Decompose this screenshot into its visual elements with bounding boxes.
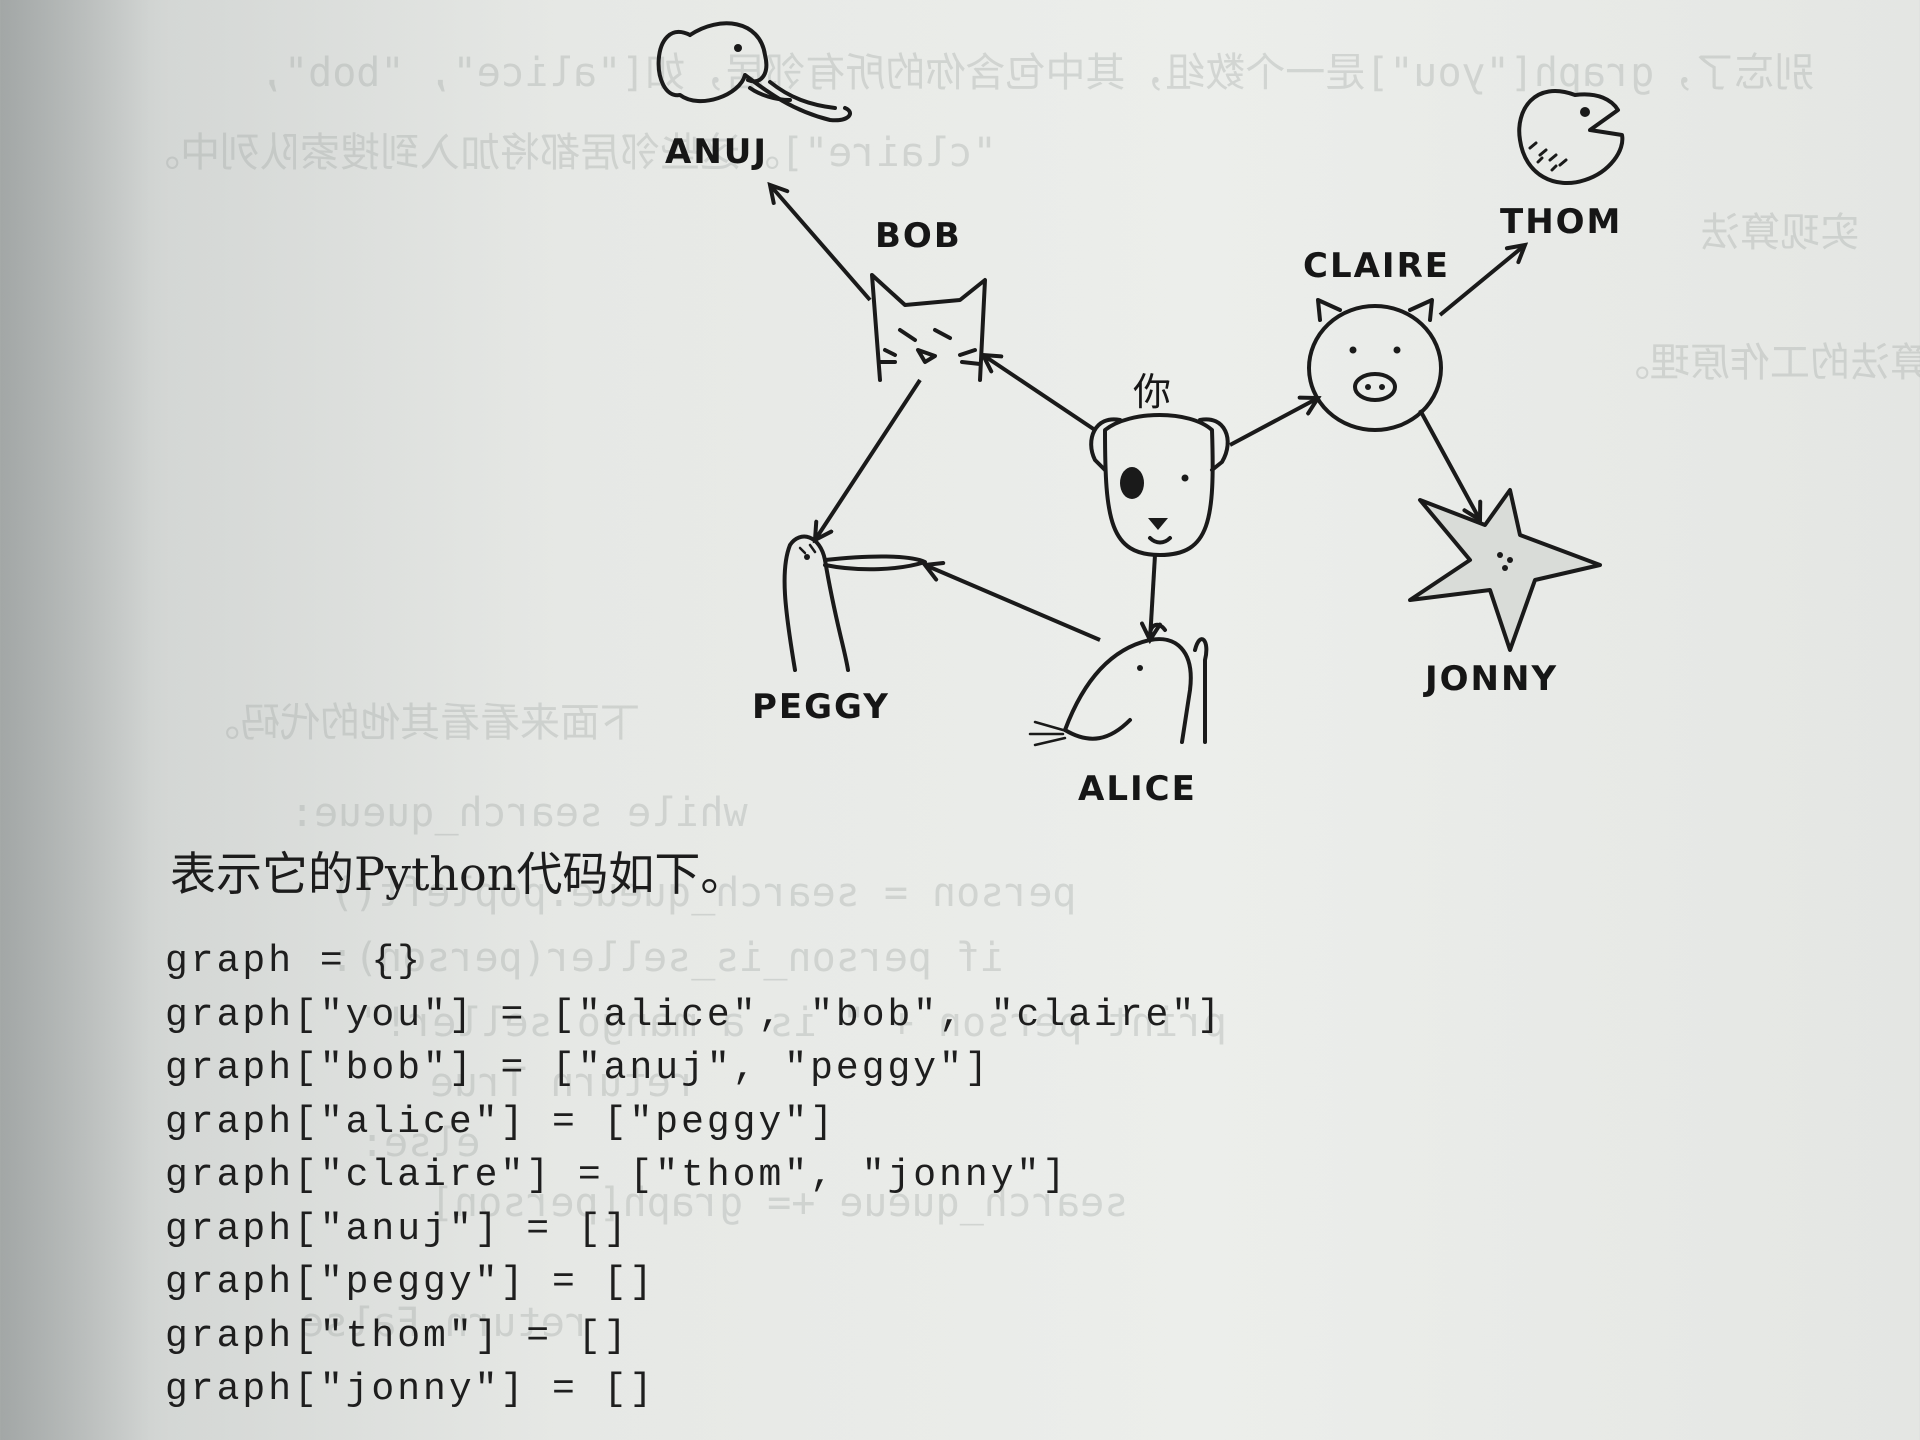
node-label-claire: CLAIRE (1303, 246, 1450, 286)
cat-icon (870, 273, 987, 382)
node-alice: ALICE (1028, 622, 1209, 809)
node-jonny: JONNY (1408, 488, 1602, 699)
node-anuj: ANUJ (656, 21, 852, 172)
edge-you-to-claire (1229, 398, 1318, 447)
edge-you-to-bob (983, 355, 1097, 432)
edge-bob-to-peggy (815, 378, 922, 540)
node-claire: CLAIRE (1303, 246, 1450, 432)
edge-bob-to-anuj (770, 185, 872, 302)
node-label-jonny: JONNY (1423, 659, 1558, 699)
code-line: graph = {} (165, 940, 424, 983)
code-caption: 表示它的Python代码如下。 (170, 847, 747, 901)
bird-icon (782, 534, 927, 672)
elephant-icon (656, 21, 852, 123)
code-line: graph["bob"] = ["anuj", "peggy"] (165, 1047, 991, 1090)
edge-claire-to-jonny (1418, 409, 1480, 520)
pig-icon (1307, 298, 1443, 432)
code-line: graph["peggy"] = [] (165, 1261, 656, 1304)
graph-illustration: ANUJ BOB 你 (656, 21, 1625, 809)
code-line: graph["jonny"] = [] (165, 1368, 656, 1411)
code-line: graph["thom"] = [] (165, 1314, 630, 1358)
node-thom: THOM (1500, 89, 1625, 242)
node-bob: BOB (870, 216, 987, 382)
node-label-you: 你 (1133, 370, 1173, 414)
node-label-alice: ALICE (1078, 769, 1197, 809)
page-edge-shadow (0, 0, 150, 1440)
mouse-icon (1028, 622, 1209, 747)
node-label-anuj: ANUJ (665, 132, 768, 172)
node-you: 你 (1089, 370, 1230, 557)
node-label-thom: THOM (1500, 202, 1622, 242)
code-line: graph["you"] = ["alice", "bob", "claire"… (165, 993, 1223, 1037)
node-label-peggy: PEGGY (752, 687, 890, 727)
python-code-block: graph = {} graph["you"] = ["alice", "bob"… (165, 935, 1223, 1417)
code-line: graph["anuj"] = [] (165, 1207, 630, 1251)
graph-edges (770, 185, 1525, 640)
node-label-bob: BOB (875, 216, 962, 256)
dog-icon (1089, 413, 1230, 557)
edge-claire-to-thom (1438, 245, 1525, 317)
code-line: graph["claire"] = ["thom", "jonny"] (165, 1154, 1069, 1197)
code-line: graph["alice"] = ["peggy"] (165, 1100, 836, 1144)
fish-icon (1517, 89, 1625, 186)
edge-alice-to-peggy (925, 565, 1101, 642)
starfish-icon (1408, 488, 1602, 652)
node-peggy: PEGGY (752, 534, 927, 727)
